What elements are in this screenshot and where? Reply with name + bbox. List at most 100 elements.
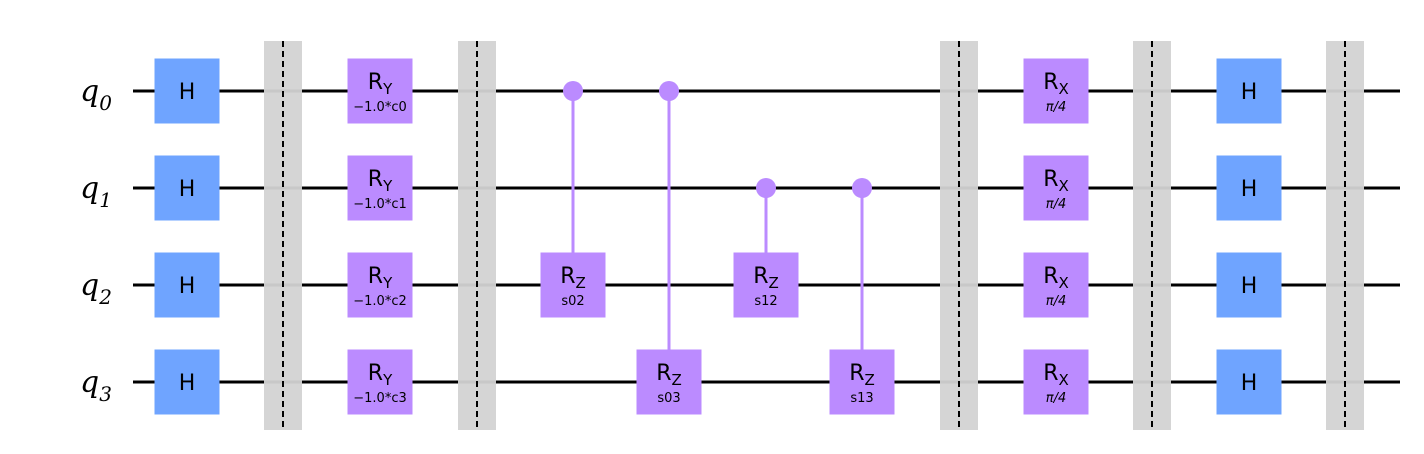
gate-label-axis: X (1059, 80, 1069, 98)
gate-label: RX (1043, 361, 1069, 389)
gate-label: H (1241, 80, 1258, 105)
qubit-label-base: q (80, 268, 99, 303)
gate-box (1216, 58, 1282, 124)
gate-parameter: π/4 (1046, 100, 1066, 115)
barrier-col8 (940, 41, 978, 430)
barrier-col1 (264, 41, 302, 430)
gate-box (1216, 252, 1282, 318)
gate-box (1216, 349, 1282, 415)
gate-box (347, 349, 413, 415)
gate-label: RZ (560, 264, 586, 292)
gate-h-col0: H (154, 58, 220, 124)
gate-label: RZ (849, 361, 875, 389)
gate-box (347, 252, 413, 318)
gate-label-axis: Y (382, 80, 393, 98)
gate-label: RY (368, 361, 393, 389)
gate-label-axis: Y (382, 371, 393, 389)
gate-h-col11: H (1216, 252, 1282, 318)
gate-box (1023, 252, 1089, 318)
gate-label: H (179, 80, 196, 105)
gate-label: H (1241, 371, 1258, 396)
gate-label-base: R (368, 70, 383, 95)
gate-box (154, 155, 220, 221)
gate-rz-col7: RZ s13 (829, 349, 895, 415)
gate-label-axis: Y (382, 274, 393, 292)
gate-rx-col9: RXπ/4 (1023, 155, 1089, 221)
gate-label-base: H (1241, 371, 1258, 396)
gate-label-base: R (368, 361, 383, 386)
gate-parameter: π/4 (1046, 197, 1066, 212)
gate-label-base: R (753, 264, 768, 289)
gate-parameter: π/4 (1046, 294, 1066, 309)
gate-label: H (179, 371, 196, 396)
gate-label-base: R (849, 361, 864, 386)
gate-h-col11: H (1216, 349, 1282, 415)
gate-box (1023, 155, 1089, 221)
gate-label-base: H (179, 274, 196, 299)
gate-ry-col2: RY −1.0*c0 (347, 58, 413, 124)
gate-label: H (179, 274, 196, 299)
gate-label-axis: Y (382, 177, 393, 195)
gate-box (1023, 349, 1089, 415)
gate-box (829, 349, 895, 415)
gate-parameter: −1.0*c0 (353, 100, 407, 115)
gate-label-base: H (1241, 177, 1258, 202)
gate-h-col0: H (154, 349, 220, 415)
gate-rx-col9: RX π/4 (1023, 252, 1089, 318)
control-dot-col5 (659, 81, 679, 101)
gate-ry-col2: RY−1.0*c2 (347, 252, 413, 318)
gate-h-col11: H (1216, 58, 1282, 124)
gate-parameter: s12 (754, 294, 777, 309)
gate-parameter: s13 (850, 391, 873, 406)
gate-label-axis: X (1059, 371, 1069, 389)
gate-box (1216, 155, 1282, 221)
barrier-col10 (1133, 41, 1171, 430)
gate-rx-col9: RXπ/4 (1023, 58, 1089, 124)
control-dot-col4 (563, 81, 583, 101)
gate-box (347, 58, 413, 124)
control-dot-col6 (756, 178, 776, 198)
qubit-label-base: q (80, 365, 99, 400)
gate-box (733, 252, 799, 318)
gate-box (154, 349, 220, 415)
gate-label-base: R (368, 167, 383, 192)
gate-label: RZ (656, 361, 682, 389)
gate-label-base: H (179, 80, 196, 105)
gate-label-base: R (560, 264, 575, 289)
gate-label-axis: X (1059, 177, 1069, 195)
gate-label: H (1241, 177, 1258, 202)
gate-h-col0: H (154, 155, 220, 221)
control-dot-col7 (852, 178, 872, 198)
gate-label-base: H (1241, 80, 1258, 105)
gate-box (347, 155, 413, 221)
barrier-col3 (458, 41, 496, 430)
qubit-label-q3: q3 (80, 365, 112, 406)
gate-label-base: H (1241, 274, 1258, 299)
gate-rx-col9: RX π/4 (1023, 349, 1089, 415)
gate-ry-col2: RY −1.0*c3 (347, 349, 413, 415)
gate-label-axis: Z (576, 274, 586, 292)
qubit-label-index: 1 (99, 188, 112, 212)
gate-h-col0: H (154, 252, 220, 318)
gate-label-base: R (656, 361, 671, 386)
gate-box (540, 252, 606, 318)
gate-label: RZ (753, 264, 779, 292)
gate-parameter: −1.0*c3 (353, 391, 407, 406)
gate-label: RX (1043, 167, 1069, 195)
gate-parameter: π/4 (1046, 391, 1066, 406)
gate-label-base: R (1043, 70, 1058, 95)
qubit-label-base: q (80, 74, 99, 109)
gate-label: RY (368, 70, 393, 98)
gate-label-axis: Z (672, 371, 682, 389)
gate-parameter: −1.0*c1 (353, 197, 407, 212)
gate-h-col11: H (1216, 155, 1282, 221)
qubit-label-base: q (80, 171, 99, 206)
gate-label: RX (1043, 264, 1069, 292)
gate-label-base: R (368, 264, 383, 289)
qubit-label-q0: q0 (80, 74, 112, 115)
gate-label-axis: Z (769, 274, 779, 292)
gate-label-base: R (1043, 167, 1058, 192)
